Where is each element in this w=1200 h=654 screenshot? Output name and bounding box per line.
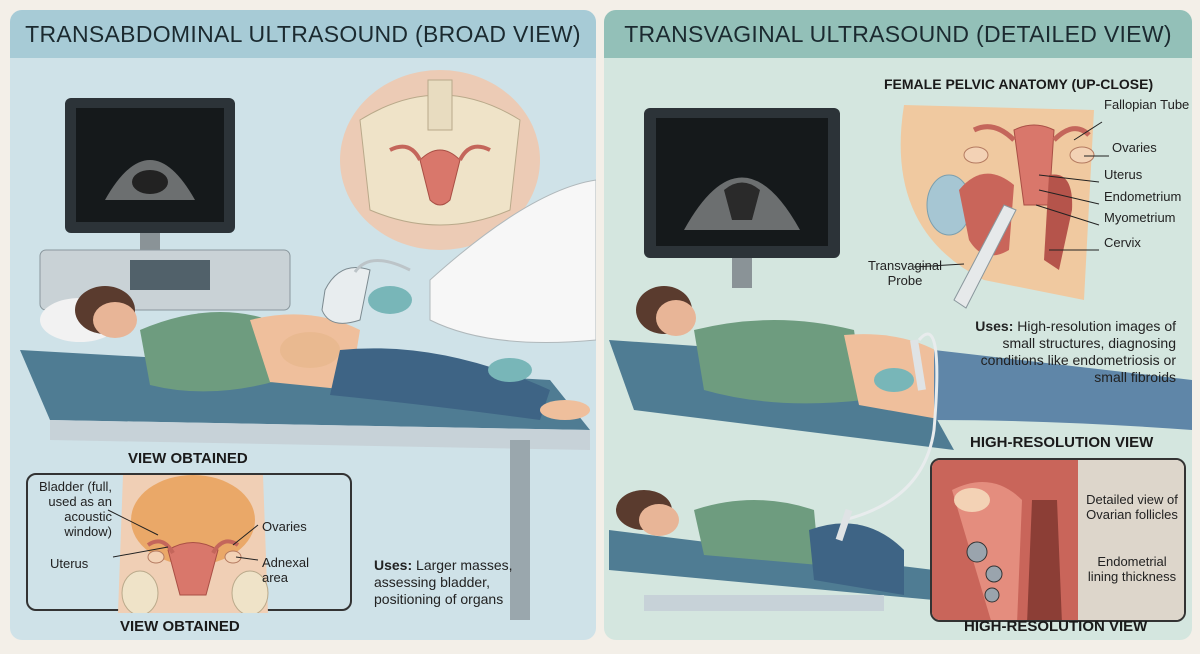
follicle-closeup-illustration bbox=[932, 460, 1082, 620]
label-ovarian-follicles: Detailed view of Ovarian follicles bbox=[1086, 492, 1178, 522]
pelvic-anatomy-illustration bbox=[900, 105, 1109, 309]
pelvic-organs-illustration bbox=[107, 475, 269, 613]
transabdominal-illustration bbox=[20, 70, 596, 620]
uses-text: Uses: Larger masses, assessing bladder, … bbox=[374, 557, 513, 607]
patient bbox=[40, 286, 590, 420]
high-resolution-view-box: Detailed view of Ovarian follicles Endom… bbox=[930, 458, 1186, 622]
label-endometrium: Endometrium bbox=[1104, 189, 1182, 204]
label-bladder: Bladder (full, used as an acoustic windo… bbox=[39, 479, 112, 539]
label-adnexal: Adnexal area bbox=[262, 555, 309, 585]
label-transvaginal-probe: Transvaginal Probe bbox=[868, 258, 942, 288]
label-uterus: Uterus bbox=[50, 556, 89, 571]
view-caption-bottom: VIEW OBTAINED bbox=[120, 618, 240, 635]
uses-text: Uses: High-resolution images of small st… bbox=[975, 318, 1176, 385]
ultrasound-monitor bbox=[644, 108, 840, 288]
hires-caption-top: HIGH-RESOLUTION VIEW bbox=[970, 434, 1154, 451]
label-myometrium: Myometrium bbox=[1104, 210, 1176, 225]
transvaginal-panel: TRANSVAGINAL ULTRASOUND (DETAILED VIEW) … bbox=[604, 10, 1192, 640]
patient-upper bbox=[609, 286, 1192, 522]
view-obtained-box: Bladder (full, used as an acoustic windo… bbox=[26, 473, 352, 613]
panel-title: TRANSVAGINAL ULTRASOUND (DETAILED VIEW) bbox=[604, 10, 1192, 58]
label-uterus: Uterus bbox=[1104, 167, 1143, 182]
label-ovaries: Ovaries bbox=[262, 519, 307, 534]
anatomy-title: FEMALE PELVIC ANATOMY (UP-CLOSE) bbox=[884, 76, 1154, 92]
panel-title: TRANSABDOMINAL ULTRASOUND (BROAD VIEW) bbox=[10, 10, 596, 58]
label-endometrial-lining: Endometrial lining thickness bbox=[1087, 554, 1177, 584]
doctor-with-probe bbox=[321, 179, 596, 382]
hires-caption-bottom: HIGH-RESOLUTION VIEW bbox=[964, 618, 1148, 635]
label-cervix: Cervix bbox=[1104, 235, 1141, 250]
patient-lower bbox=[609, 490, 934, 611]
ultrasound-monitor bbox=[65, 98, 235, 253]
transabdominal-panel: TRANSABDOMINAL ULTRASOUND (BROAD VIEW) bbox=[10, 10, 596, 640]
label-ovaries: Ovaries bbox=[1112, 140, 1157, 155]
transvaginal-illustration bbox=[609, 105, 1192, 611]
view-caption-top: VIEW OBTAINED bbox=[128, 450, 248, 467]
label-fallopian-tube: Fallopian Tube bbox=[1104, 97, 1190, 112]
pelvis-illustration bbox=[340, 70, 540, 250]
